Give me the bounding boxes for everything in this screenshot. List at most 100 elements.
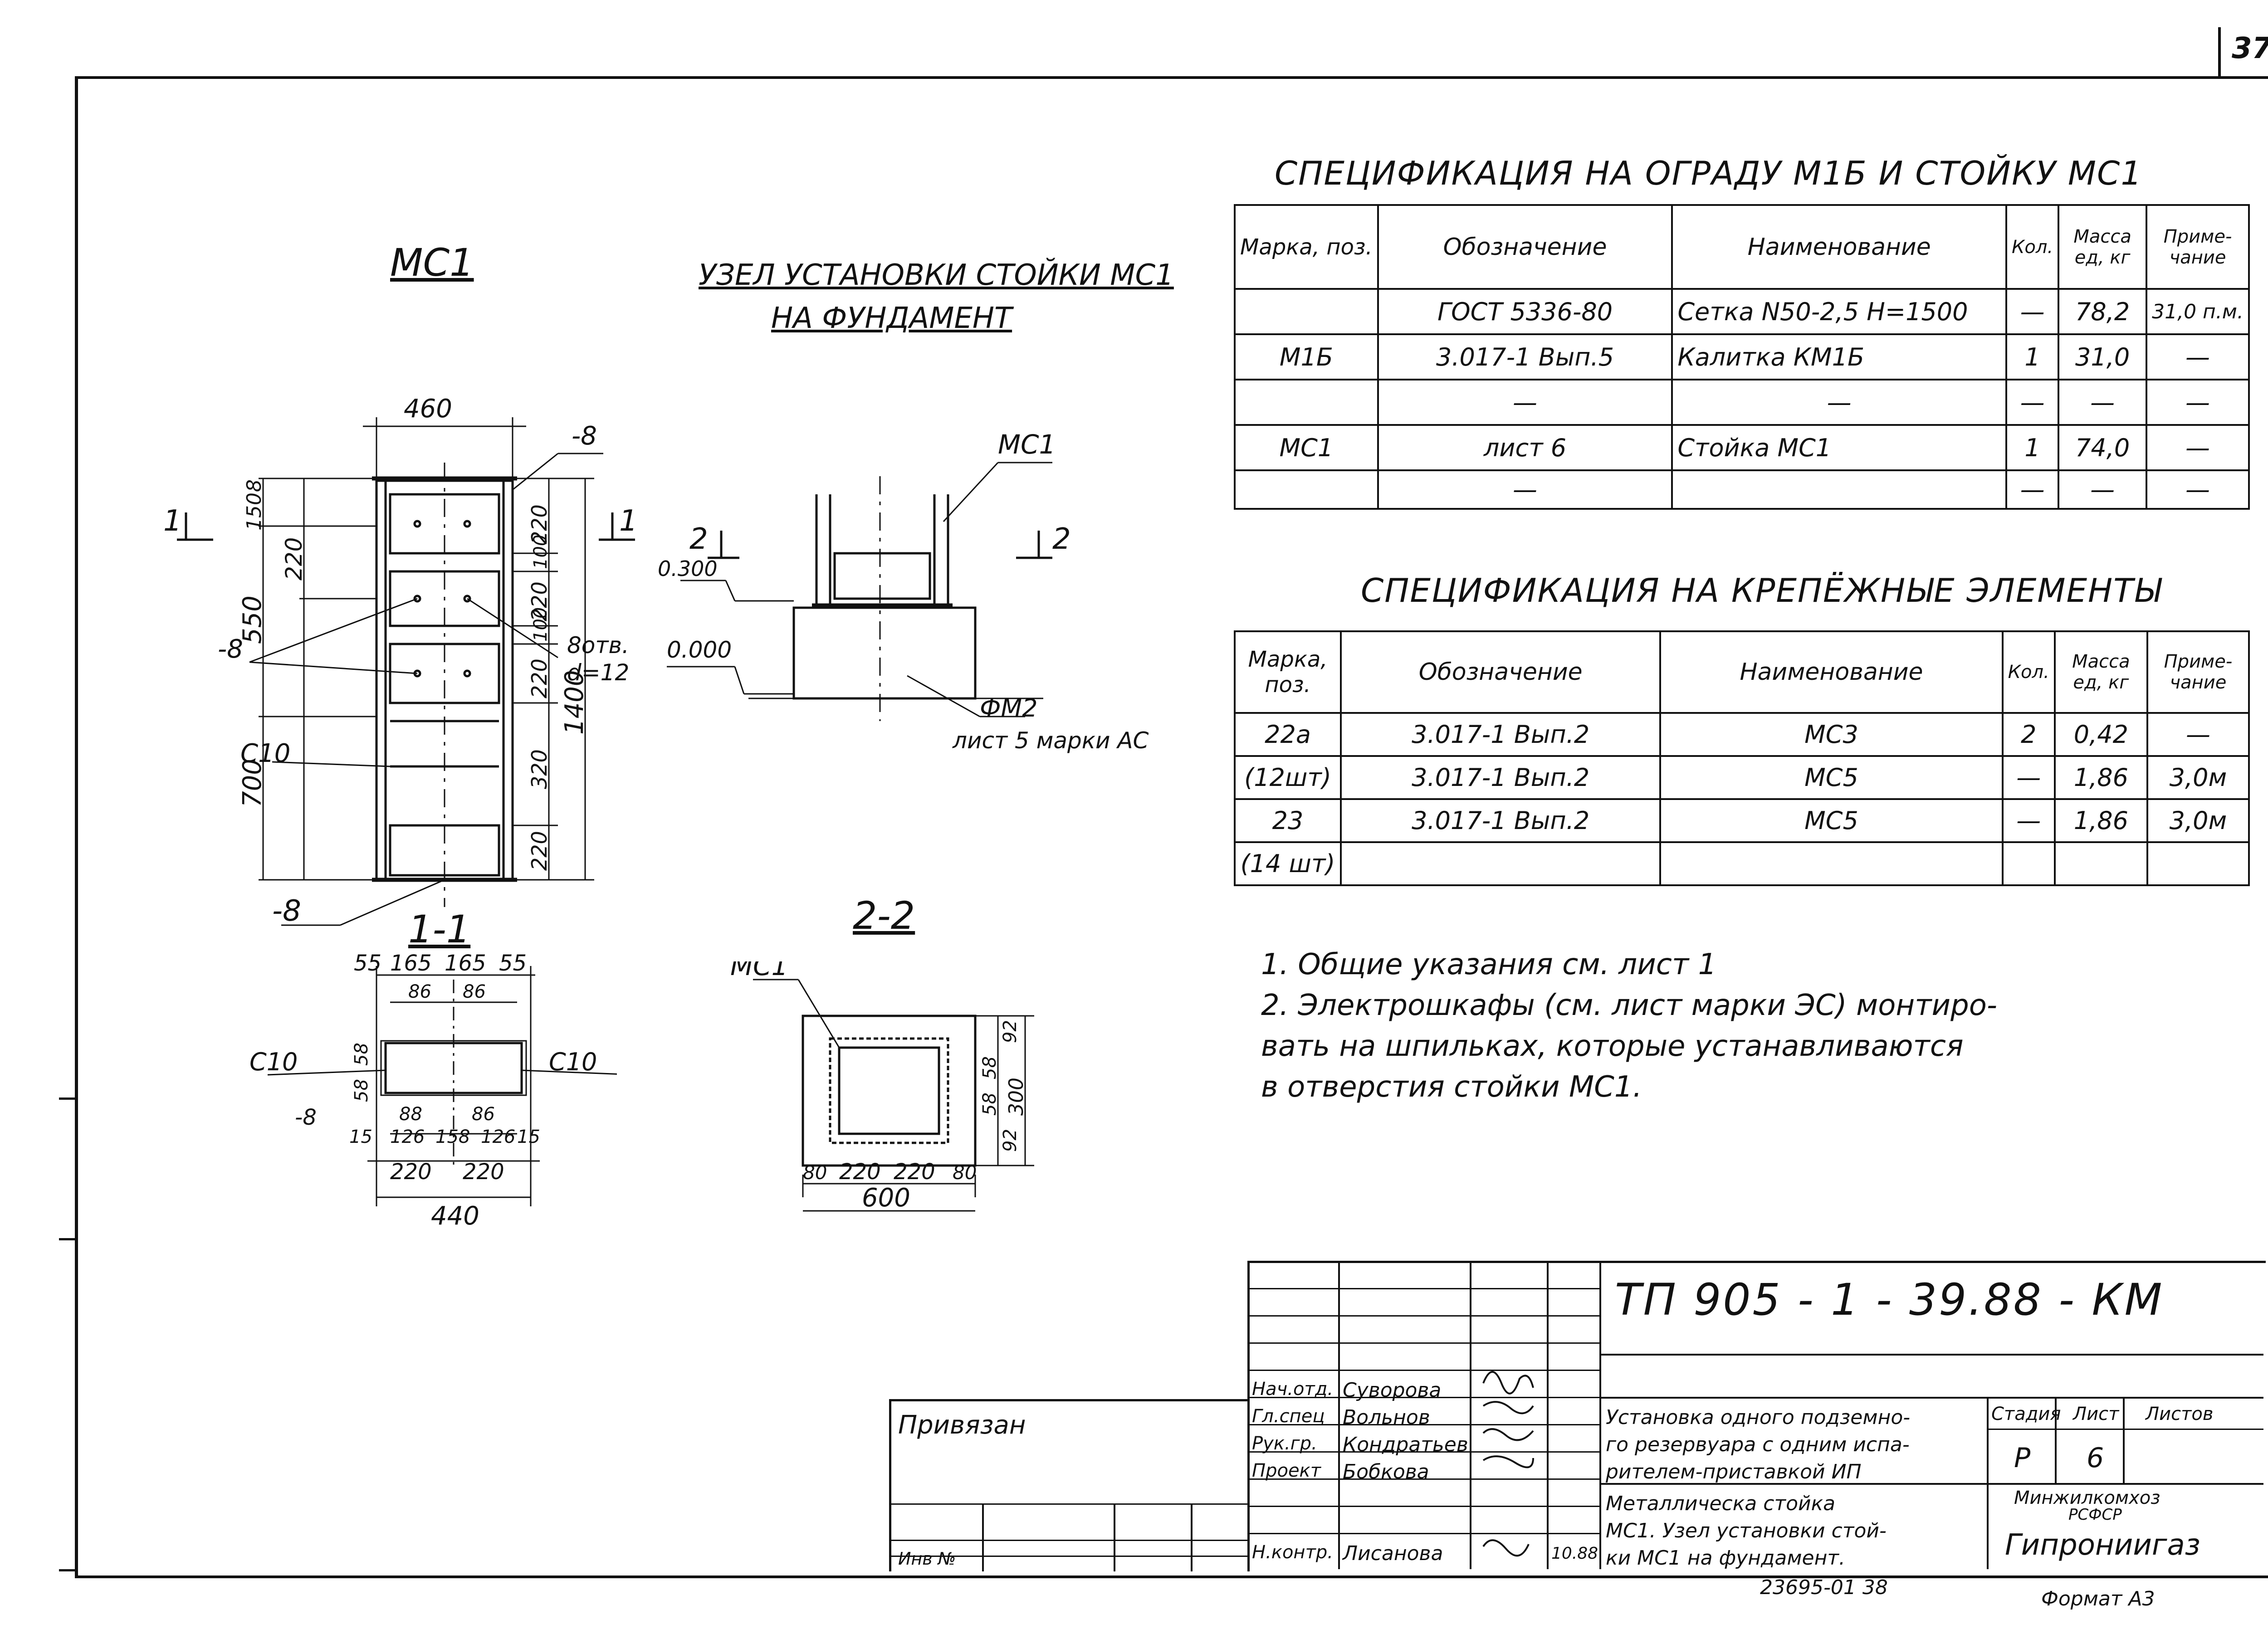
tb-org-line1: Минжилкомхоз: [2014, 1488, 2160, 1508]
tb-sheets-label: Листов: [2146, 1404, 2214, 1424]
tb-org-name: Гипрониигаз: [2005, 1528, 2200, 1562]
mc1-dim-550: 550: [238, 595, 267, 644]
s22-dim-bottom-1: 220: [839, 1159, 881, 1185]
table-cell: [1234, 379, 1379, 426]
tb-sheet-line-1: МС1. Узел установки стой-: [1606, 1519, 1887, 1542]
note-line-1: 1. Общие указания см. лист 1: [1261, 948, 1717, 981]
table-cell: 1: [2005, 333, 2060, 380]
table-cell: (12шт): [1233, 755, 1342, 800]
drawing-frame: [75, 76, 2268, 1578]
s11-dim-bottom-3: 126: [481, 1127, 515, 1147]
mc1-label-plate-mid: -8: [218, 634, 243, 664]
table-cell: 3.017-1 Вып.2: [1340, 798, 1662, 843]
table-cell: 3.017-1 Вып.2: [1340, 755, 1662, 800]
s11-dim-top-2: 165: [445, 952, 486, 976]
mc1-dim-320: 320: [527, 749, 552, 789]
binding-mark: [59, 1238, 77, 1240]
table-cell: ГОСТ 5336-80: [1377, 288, 1673, 335]
node-foundation-ref: лист 5 марки АС: [952, 727, 1149, 754]
mc1-label-hole-diameter: d=12: [567, 659, 629, 686]
table-cell: 3.017-1 Вып.2: [1340, 712, 1662, 757]
mc1-label-holes: 8отв.: [567, 632, 629, 658]
table-cell: 3.017-1 Вып.5: [1377, 333, 1673, 380]
s11-dim-inner-bottom-0: 88: [399, 1104, 422, 1125]
table-cell: 1,86: [2053, 755, 2148, 800]
frame-corner-line: [2218, 27, 2221, 77]
tb-doc-code: ТП 905 - 1 - 39.88 - КМ: [1615, 1274, 2164, 1325]
spec1-table: Марка, поз. Обозначение Наименование Кол…: [1234, 204, 2250, 510]
spec2-header-mark: Марка, поз.: [1233, 630, 1342, 714]
s11-side-58a: 58: [351, 1043, 372, 1066]
mc1-title: МС1: [390, 240, 474, 285]
page-number: 37: [2232, 32, 2268, 65]
tb-role-1: Гл.спец: [1252, 1406, 1325, 1427]
table-row: 22а 3.017-1 Вып.2 МС3 2 0,42 —: [1233, 712, 2250, 757]
tb-role-0: Нач.отд.: [1252, 1379, 1334, 1400]
spec2-header-note: Приме- чание: [2146, 630, 2250, 714]
s11-dim-total-1: 220: [463, 1159, 504, 1185]
title-block-signature-grid: [1247, 1261, 1601, 1569]
mc1-dim-150: 150: [243, 493, 266, 531]
spec1-header-qty: Кол.: [2005, 204, 2060, 290]
s11-dim-bottom-4: 15: [517, 1127, 540, 1147]
mc1-dim-220-left: 220: [281, 537, 307, 580]
tb-stage: Р: [2014, 1442, 2031, 1474]
spec1-title: СПЕЦИФИКАЦИЯ НА ОГРАДУ М1Б И СТОЙКУ МС1: [1275, 154, 2143, 192]
spec2-table: Марка, поз. Обозначение Наименование Кол…: [1233, 630, 2250, 886]
tb-date: 10.88: [1551, 1544, 1598, 1563]
table-cell: —: [2146, 333, 2250, 380]
bound-block: [889, 1399, 1250, 1571]
s11-dim-bottom-0: 15: [349, 1127, 372, 1147]
section-2-2-title: 2-2: [853, 893, 915, 938]
spec2-header-designation: Обозначение: [1340, 630, 1662, 714]
tb-sheet: 6: [2087, 1442, 2104, 1474]
table-cell: (14 шт): [1233, 841, 1342, 886]
node-title-line2: НА ФУНДАМЕНТ: [771, 302, 1012, 335]
tb-sheet-line-0: Металлическа стойка: [1606, 1492, 1836, 1515]
node-level-zero: 0.000: [667, 637, 732, 663]
s11-dim-inner-top-1: 86: [463, 981, 486, 1002]
mc1-dim-220-b: 220: [527, 581, 552, 621]
s11-dim-top-1: 165: [390, 952, 432, 976]
s11-dim-440: 440: [431, 1201, 479, 1231]
s11-right-label: C10: [549, 1048, 597, 1076]
s22-label-mc1: МС1: [730, 961, 788, 981]
node-cut-left: 2: [689, 522, 708, 556]
tb-sheet-label: Лист: [2073, 1404, 2119, 1424]
mc1-label-channel: C10: [240, 739, 290, 768]
s11-dim-bottom-2: 158: [435, 1127, 470, 1147]
mc1-label-plate-bottom: -8: [272, 894, 301, 928]
s22-dim-600: 600: [862, 1183, 910, 1213]
note-line-2: 2. Электрошкафы (см. лист марки ЭС) монт…: [1261, 989, 1997, 1022]
mc1-cut-left: 1: [163, 504, 182, 538]
table-cell: 22а: [1233, 712, 1342, 757]
table-cell: 1,86: [2053, 798, 2148, 843]
table-row: (12шт) 3.017-1 Вып.2 МС5 — 1,86 3,0м: [1233, 755, 2250, 800]
table-cell: 74,0: [2058, 424, 2148, 471]
table-cell: —: [2005, 469, 2060, 510]
tb-name-1: Вольнов: [1343, 1406, 1430, 1429]
table-cell: 23: [1233, 798, 1342, 843]
mc1-dim-700: 700: [238, 759, 267, 807]
table-row: — — — — —: [1234, 379, 2250, 426]
table-cell: —: [1377, 379, 1673, 426]
table-cell: 3,0м: [2146, 755, 2250, 800]
mc1-dim-8: 8: [243, 479, 266, 492]
s11-left-label: C10: [249, 1048, 298, 1076]
table-cell: —: [2146, 712, 2250, 757]
table-cell: [2053, 841, 2148, 886]
table-cell: МС5: [1659, 798, 2004, 843]
table-cell: Стойка МС1: [1671, 424, 2008, 471]
tb-format: Формат А3: [2041, 1587, 2155, 1610]
node-drawing: МС1 2 2 0.300 0.000 ФМ2 лист 5 марки АС: [658, 429, 1149, 754]
table-cell: —: [2005, 288, 2060, 335]
tb-object-line-0: Установка одного подземно-: [1606, 1406, 1911, 1429]
s22-dim-right-3: 300: [1005, 1078, 1028, 1116]
table-cell: 2: [2001, 712, 2056, 757]
mc1-dim-1400: 1400: [560, 670, 589, 735]
s22-dim-bottom-2: 220: [894, 1159, 935, 1185]
tb-inv-label: Инв №: [898, 1549, 956, 1569]
s11-side-plate: -8: [295, 1105, 317, 1130]
table-cell: —: [2146, 469, 2250, 510]
mc1-dim-220-bottom: 220: [527, 831, 552, 871]
